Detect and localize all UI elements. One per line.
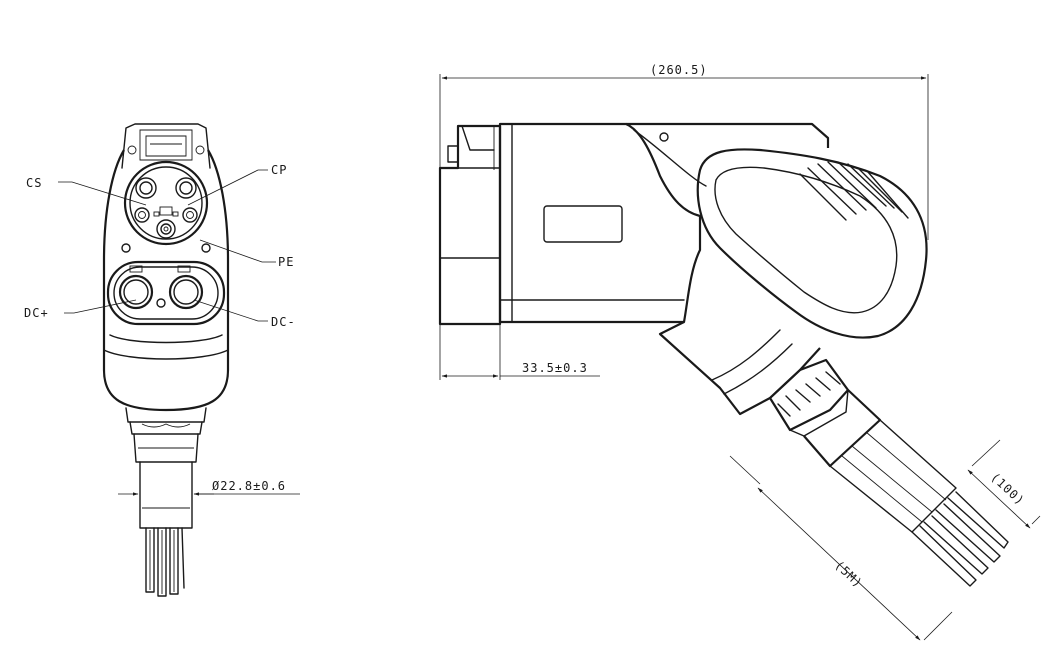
labels: CS CP PE DC+ DC- (260.5) 33.5±0.3 Ø22.8±… xyxy=(24,63,1028,591)
dim-cable-length: (5M) xyxy=(832,558,866,591)
side-dimensions xyxy=(439,74,1041,641)
front-view xyxy=(102,123,300,597)
label-pe: PE xyxy=(278,255,294,269)
label-dc-minus: DC- xyxy=(271,315,296,329)
leader-lines xyxy=(58,169,276,322)
dim-strip-length: (100) xyxy=(988,470,1028,508)
dim-overall-length: (260.5) xyxy=(650,63,708,77)
label-dc-plus: DC+ xyxy=(24,306,49,320)
side-view xyxy=(438,122,1009,587)
label-cp: CP xyxy=(271,163,287,177)
label-cs: CS xyxy=(26,176,42,190)
dim-front-depth: 33.5±0.3 xyxy=(522,361,588,375)
dim-cable-diameter: Ø22.8±0.6 xyxy=(212,479,286,493)
